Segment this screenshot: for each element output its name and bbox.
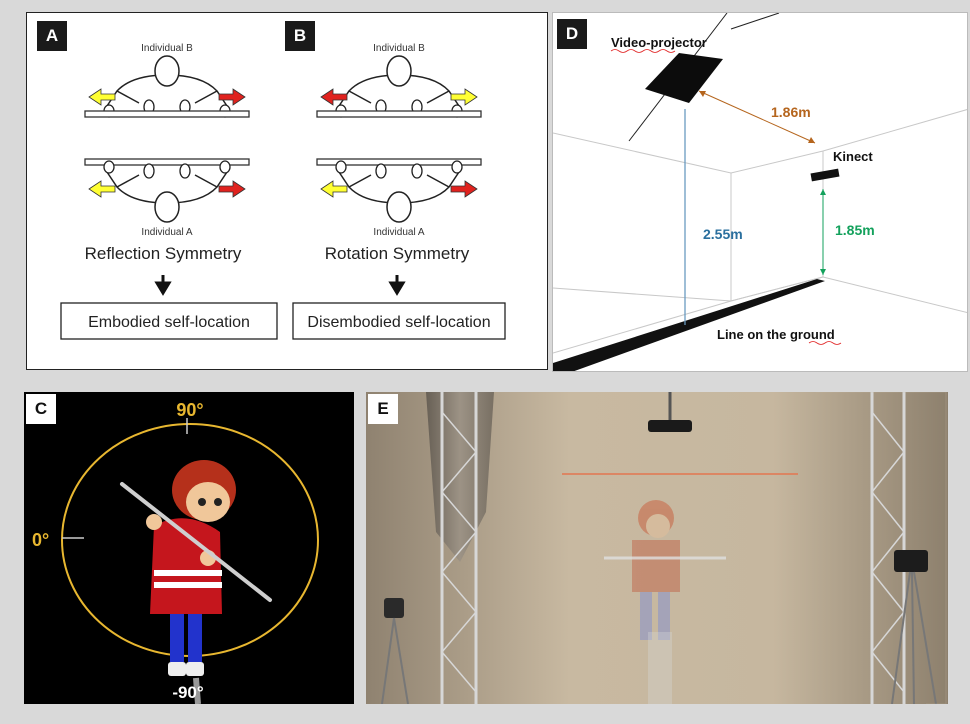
embodied-label: Embodied self-location	[88, 314, 250, 331]
panel-label-d: D	[557, 19, 587, 49]
ground-line-label: Line on the ground	[717, 327, 835, 342]
truss-right	[870, 392, 906, 704]
room-diagram: Video-projector 1.86m Kinect 2.55m 1.85m…	[553, 13, 967, 371]
embodied-box	[60, 302, 278, 340]
avatar-bar	[120, 482, 272, 602]
kinect-icon	[810, 168, 840, 182]
panel-label-c: C	[26, 394, 56, 424]
panel-e: E	[366, 392, 948, 704]
avatar-leg	[188, 614, 202, 662]
panel-label-b: B	[285, 21, 315, 51]
arrow-left-red-icon	[320, 88, 348, 106]
individual-b-label-b: Individual B	[373, 43, 425, 54]
arrow-left-yellow-icon	[88, 180, 116, 198]
down-arrow-icon	[154, 275, 172, 296]
height-kinect-label: 1.85m	[835, 222, 875, 238]
projected-avatar	[632, 500, 680, 640]
diagram-b: Individual B Individual A Rotation Symme…	[316, 43, 482, 296]
arrow-right-yellow-icon	[450, 88, 478, 106]
diagram-a: Individual B Individual A Reflection Sym…	[84, 43, 250, 296]
camera-left	[384, 598, 404, 618]
symmetry-diagrams: Individual B Individual A Reflection Sym…	[60, 43, 506, 340]
panel-label-a: A	[37, 21, 67, 51]
disembodied-label: Disembodied self-location	[307, 314, 490, 331]
individual-a-label-a: Individual A	[141, 227, 192, 238]
avatar-torso	[150, 518, 222, 614]
panel-label-e: E	[368, 394, 398, 424]
arrow-right-red-icon	[218, 88, 246, 106]
dist-projector-kinect-line	[698, 90, 816, 144]
arrow-right-red-icon	[450, 180, 478, 198]
panel-c: 90° 0° -90° C	[24, 392, 354, 704]
avatar-leg	[170, 614, 184, 662]
disembodied-box	[292, 302, 506, 340]
truss-left	[440, 392, 478, 704]
dist-projector-kinect-label: 1.86m	[771, 104, 811, 120]
arrow-left-yellow-icon	[88, 88, 116, 106]
angle-0-label: 0°	[32, 530, 49, 550]
photo-setup	[366, 392, 948, 704]
panel-ab: A B Individual B	[26, 12, 548, 370]
down-arrow-icon	[388, 275, 406, 296]
height-projector-label: 2.55m	[703, 226, 743, 242]
individual-b-label-a: Individual B	[141, 43, 193, 54]
projector-label: Video-projector	[611, 35, 707, 50]
angle-90-label: 90°	[176, 400, 203, 420]
reflection-symmetry-label: Reflection Symmetry	[85, 244, 242, 263]
arrow-right-red-icon	[218, 180, 246, 198]
individual-a-label-b: Individual A	[373, 227, 424, 238]
kinect-label: Kinect	[833, 149, 873, 164]
kinect-photo	[648, 420, 692, 432]
rotation-symmetry-label: Rotation Symmetry	[325, 244, 470, 263]
arrow-left-yellow-icon	[320, 180, 348, 198]
ground-line	[553, 279, 825, 371]
panel-d: Video-projector 1.86m Kinect 2.55m 1.85m…	[552, 12, 968, 372]
camera-right	[894, 550, 928, 572]
angle-minus90-label: -90°	[172, 683, 204, 702]
avatar-angle-diagram: 90° 0° -90°	[32, 400, 319, 704]
projector-icon	[645, 53, 723, 103]
